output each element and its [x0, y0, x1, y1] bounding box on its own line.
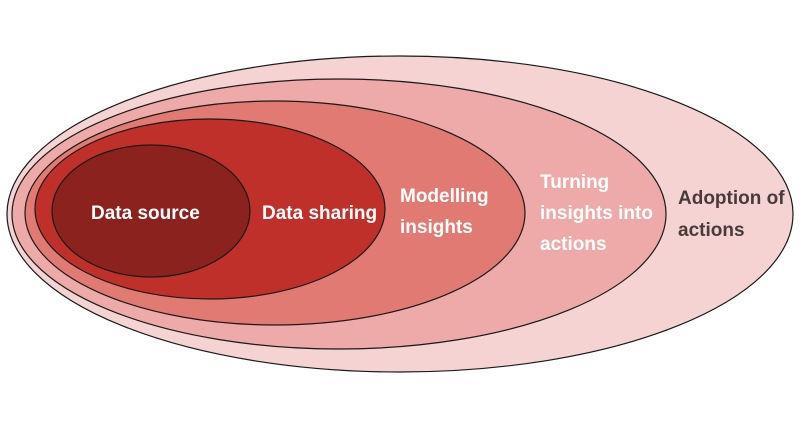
label-modelling-line: insights [400, 217, 473, 238]
label-sharing: Data sharing [262, 203, 377, 224]
label-modelling-line: Modelling [400, 186, 489, 207]
label-turning-line: insights into [540, 203, 653, 224]
label-adoption: Adoption of actions [678, 188, 785, 241]
label-source-line: Data source [91, 203, 200, 224]
label-adoption-line: actions [678, 220, 745, 241]
label-turning-line: actions [540, 234, 607, 255]
label-source: Data source [91, 203, 200, 224]
label-sharing-line: Data sharing [262, 203, 377, 224]
label-turning: Turning insights into actions [540, 172, 653, 255]
label-adoption-line: Adoption of [678, 188, 785, 209]
ellipse-source [51, 144, 251, 278]
label-turning-line: Turning [540, 172, 609, 193]
label-modelling: Modelling insights [400, 186, 489, 238]
